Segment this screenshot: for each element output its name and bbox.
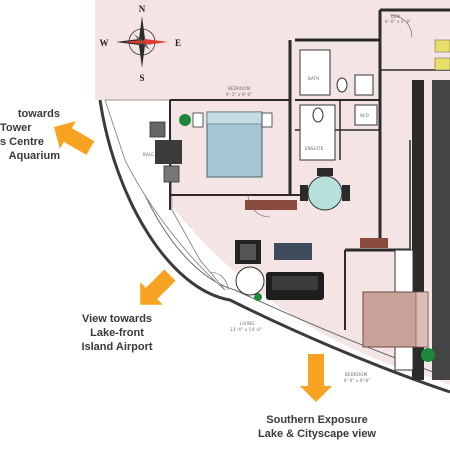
armchair-seat (240, 244, 256, 260)
room-dim-bedroom-top: 9'-1" x 9'-0" (226, 92, 253, 97)
toilet-bath (336, 77, 348, 93)
view-label-middle-line-2: Lake-front (90, 327, 144, 339)
view-label-middle-line-1: View towards (81, 313, 153, 325)
dining-chair-1 (317, 168, 333, 176)
compass-s: S (139, 73, 144, 83)
balcony-floor (104, 99, 226, 291)
coffee-table (274, 243, 312, 260)
room-label-bath: BATH (308, 76, 320, 81)
room-dim-den: 6'-0" x 5'-0" (385, 19, 412, 24)
plant-top (179, 114, 191, 126)
round-side-table (235, 266, 265, 296)
dining-chair-3 (342, 185, 350, 201)
room-label-den: DEN (391, 14, 401, 19)
bathtub (299, 49, 331, 96)
dining-table (307, 175, 343, 211)
view-arrow-left (54, 121, 95, 155)
compass-rose (116, 16, 168, 68)
view-label-left-line-4: Aquarium (8, 150, 60, 162)
den-door-arc (389, 14, 413, 38)
view-label-left-line-3: s Centre (0, 136, 45, 148)
compass-e: E (175, 38, 181, 48)
room-label-bedroom-top: BEDROOM (228, 86, 251, 91)
nightstand-top-2 (261, 112, 273, 128)
toilet-ensuite (312, 107, 324, 123)
door-arc-bedroom (247, 194, 271, 218)
washer-dryer (354, 104, 378, 126)
den-chair-1 (434, 39, 450, 53)
room-dim-living: 13'-4" x 14'-0" (230, 327, 262, 332)
view-label-bottom-line-2: Lake & Cityscape view (257, 428, 376, 440)
compass-n: N (139, 4, 146, 14)
balcony-chair-1 (149, 121, 166, 138)
interior-walls (169, 8, 450, 330)
room-dim-bedroom-bottom: 9'-0" x 9'-6" (344, 378, 371, 383)
tv-cabinet (245, 200, 297, 210)
view-label-left: towards Tower s Centre Aquarium (0, 107, 60, 163)
room-label-ensuite: ENSUITE (305, 146, 324, 151)
sink-bath (354, 74, 374, 96)
view-label-middle-line-3: Island Airport (81, 341, 153, 353)
balcony-table (155, 140, 182, 164)
view-label-bottom-line-1: Southern Exposure (266, 414, 368, 426)
sofa-cushion (272, 276, 318, 290)
kitchen-cabinet (360, 238, 388, 248)
view-arrow-bottom (300, 354, 332, 402)
bed-top-pillow (206, 111, 263, 125)
compass-w: W (100, 38, 109, 48)
wall-column-edge (432, 80, 450, 380)
view-label-middle: View towards Lake-front Island Airport (62, 312, 172, 354)
balcony-chair-2 (163, 165, 180, 183)
door-arc-living (209, 271, 229, 291)
floor-area (95, 0, 450, 385)
room-label-living: LIVING (240, 321, 255, 326)
den-chair-2 (434, 57, 450, 71)
balcony-curve-outer (98, 99, 450, 394)
nightstand-top-1 (192, 112, 204, 128)
room-label-bedroom-bottom: BEDROOM (345, 372, 368, 377)
plant-bottom (421, 348, 435, 362)
view-label-left-line-1: towards (17, 108, 60, 120)
room-label-balc: BALC. (143, 152, 156, 157)
room-label-wd: W/D (360, 113, 369, 118)
view-label-bottom: Southern Exposure Lake & Cityscape view (232, 413, 402, 441)
view-arrow-middle (140, 269, 176, 305)
view-label-left-line-2: Tower (0, 122, 32, 134)
dining-chair-2 (300, 185, 308, 201)
bed-bottom-pillow (415, 291, 429, 348)
plant-living (254, 293, 262, 301)
